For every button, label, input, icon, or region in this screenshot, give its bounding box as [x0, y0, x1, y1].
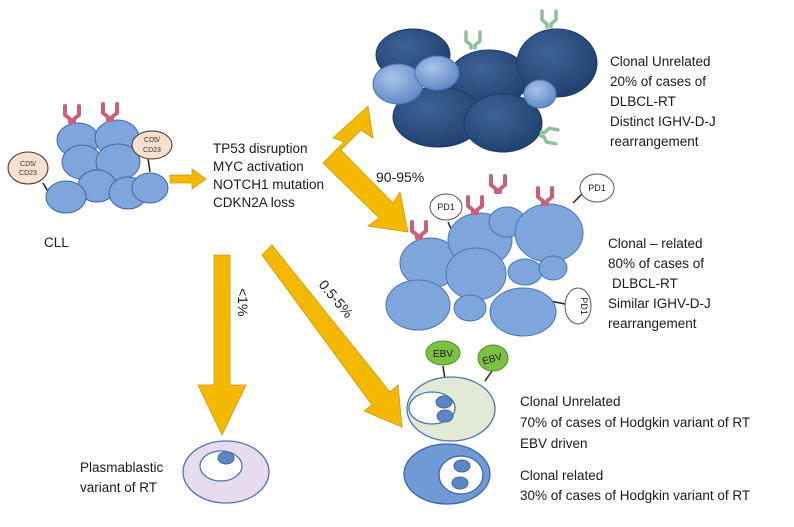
mechanism-item: TP53 disruption: [213, 141, 308, 156]
ebv-label: EBV: [481, 352, 503, 368]
pd1-marker: PD1: [429, 193, 463, 221]
pd1-label: PD1: [437, 202, 455, 212]
plasmablastic-text: Plasmablastic variant of RT: [80, 460, 164, 495]
cll-cell: [45, 180, 87, 214]
hodgkin-related-text: Clonal related 30% of cases of Hodgkin v…: [520, 468, 750, 503]
dlbcl-branch-arrow: [322, 105, 409, 233]
text-line: 70% of cases of Hodgkin variant of RT: [520, 415, 750, 430]
text-line: EBV driven: [520, 436, 588, 451]
text-line: 80% of cases of: [608, 256, 704, 271]
text-line: Clonal related: [520, 468, 603, 483]
text-line: 30% of cases of Hodgkin variant of RT: [520, 488, 750, 503]
related-dlbcl-cell-cluster: [385, 192, 584, 337]
bcr-receptor-icon: [466, 195, 484, 215]
ebv-marker: EBV: [477, 344, 509, 372]
mechanism-item: NOTCH1 mutation: [213, 177, 324, 192]
cll-to-mechanism-arrow: [169, 168, 207, 190]
text-line: Distinct IGHV-D-J: [610, 114, 716, 129]
text-line: rearrangement: [610, 134, 699, 149]
mechanism-item: MYC activation: [213, 159, 304, 174]
hodgkin-branch-arrow: [261, 244, 403, 428]
text-line: variant of RT: [80, 480, 157, 495]
hodgkin-unrelated-text: Clonal Unrelated 70% of cases of Hodgkin…: [520, 394, 750, 451]
text-line: 20% of cases of: [610, 74, 706, 89]
plasmablastic-cell: [182, 440, 270, 504]
cll-label: CLL: [44, 235, 69, 250]
marker-label: CD5/: [20, 161, 36, 168]
unrelated-dlbcl-cell-cluster: [372, 28, 598, 153]
bcr-receptor-icon: [464, 30, 482, 50]
dlbcl-percentage: 90-95%: [376, 169, 424, 185]
ebv-marker: EBV: [425, 340, 461, 366]
pd1-marker: PD1: [579, 173, 615, 203]
bcr-receptor-icon: [489, 174, 507, 194]
cd5-cd23-marker-right: CD5/ CD23: [131, 130, 173, 160]
text-line: Clonal – related: [608, 236, 703, 251]
cll-cell: [131, 172, 169, 204]
hodgkin-related-cell: [403, 443, 491, 505]
clonal-related-dlbcl-text: Clonal – related 80% of cases of DLBCL-R…: [608, 236, 711, 331]
bcr-receptor-icon: [101, 102, 119, 122]
ebv-label: EBV: [433, 349, 453, 360]
bcr-receptor-icon: [538, 125, 560, 146]
clonal-unrelated-dlbcl-text: Clonal Unrelated 20% of cases of DLBCL-R…: [610, 54, 716, 149]
text-line: Clonal Unrelated: [520, 394, 621, 409]
marker-label: CD23: [19, 170, 37, 177]
text-line: DLBCL-RT: [610, 94, 676, 109]
bcr-receptor-icon: [540, 9, 558, 29]
text-line: Plasmablastic: [80, 460, 164, 475]
mechanism-list: TP53 disruption MYC activation NOTCH1 mu…: [213, 141, 324, 210]
plasmablastic-percentage: <1%: [235, 288, 251, 316]
text-line: Clonal Unrelated: [610, 54, 711, 69]
text-line: Similar IGHV-D-J: [608, 296, 711, 311]
pd1-label: PD1: [579, 297, 589, 315]
cll-cell-cluster: [42, 119, 169, 214]
mechanism-item: CDKN2A loss: [213, 195, 295, 210]
text-line: rearrangement: [608, 316, 697, 331]
bcr-receptor-icon: [536, 186, 554, 206]
bcr-receptor-icon: [63, 104, 81, 124]
pd1-label: PD1: [588, 183, 606, 193]
marker-label: CD5/: [144, 137, 160, 144]
plasmablastic-branch-arrow: [197, 254, 247, 436]
marker-label: CD23: [143, 147, 161, 154]
pd1-marker: PD1: [564, 287, 592, 325]
bcr-receptor-icon: [410, 220, 428, 240]
cd5-cd23-marker-left: CD5/ CD23: [7, 151, 49, 185]
hodgkin-unrelated-cell: [406, 365, 496, 442]
text-line: DLBCL-RT: [612, 276, 678, 291]
